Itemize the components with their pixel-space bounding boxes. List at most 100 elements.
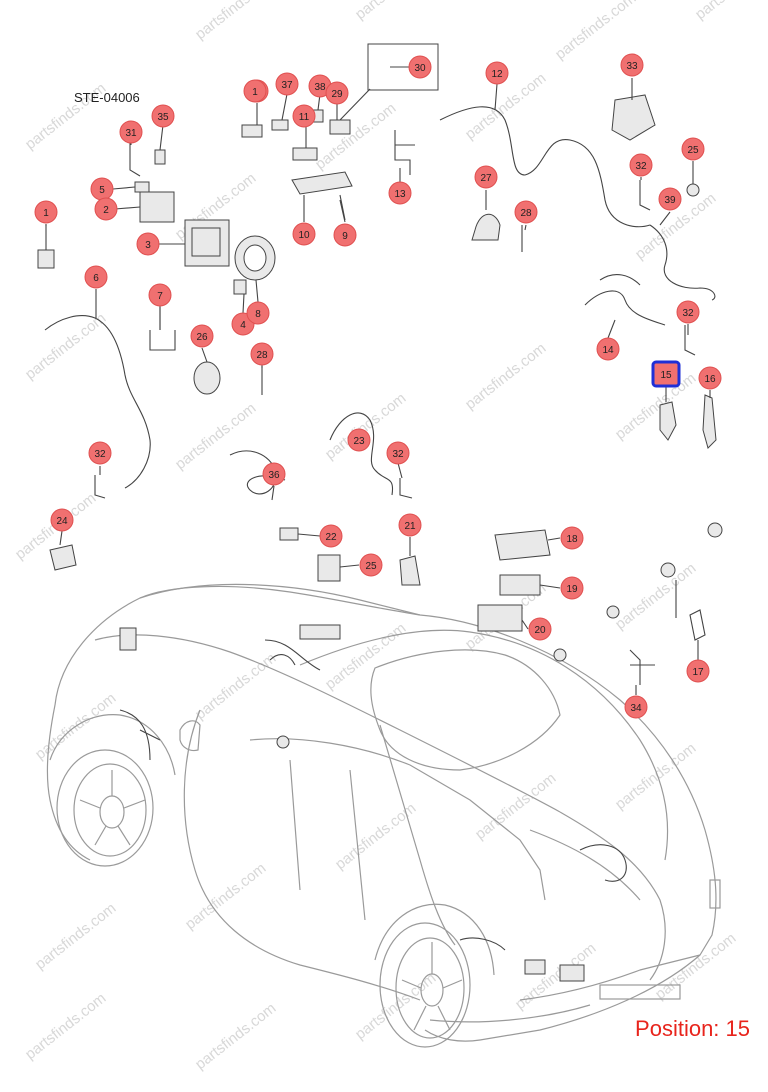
- callout-circle[interactable]: [151, 104, 175, 128]
- callout[interactable]: 32: [88, 441, 112, 465]
- callout-number: 23: [353, 436, 365, 447]
- callout[interactable]: 23: [347, 428, 371, 452]
- callout-selected-marker[interactable]: [651, 360, 681, 388]
- callout-circle[interactable]: [386, 441, 410, 465]
- callout-number: 4: [240, 320, 246, 331]
- callout[interactable]: 11: [292, 104, 316, 128]
- callout-circle[interactable]: [408, 55, 432, 79]
- callout[interactable]: 32: [629, 153, 653, 177]
- callout-circle[interactable]: [624, 695, 648, 719]
- callout[interactable]: 25: [681, 137, 705, 161]
- callout-number: 34: [630, 703, 642, 714]
- callout-circle[interactable]: [292, 104, 316, 128]
- callout[interactable]: 16: [698, 366, 722, 390]
- callout-circle[interactable]: [620, 53, 644, 77]
- callout-circle[interactable]: [190, 324, 214, 348]
- callout[interactable]: 28: [514, 200, 538, 224]
- callout[interactable]: 1: [34, 200, 58, 224]
- callout-circle[interactable]: [596, 337, 620, 361]
- callout-circle[interactable]: [359, 553, 383, 577]
- callout[interactable]: 39: [658, 187, 682, 211]
- callout[interactable]: 31: [119, 120, 143, 144]
- callout[interactable]: 25: [359, 553, 383, 577]
- rear-wheel: [374, 903, 495, 1048]
- callout[interactable]: 9: [333, 223, 357, 247]
- callout-circle[interactable]: [629, 153, 653, 177]
- callout[interactable]: 33: [620, 53, 644, 77]
- callout[interactable]: 12: [485, 61, 509, 85]
- callout-circle[interactable]: [94, 197, 118, 221]
- callout-circle[interactable]: [485, 61, 509, 85]
- callout-circle[interactable]: [325, 81, 349, 105]
- callout[interactable]: 5: [90, 177, 114, 201]
- callout[interactable]: 20: [528, 617, 552, 641]
- callout-circle[interactable]: [676, 300, 700, 324]
- callout-circle[interactable]: [148, 283, 172, 307]
- callout[interactable]: 2: [94, 197, 118, 221]
- callout-circle[interactable]: [514, 200, 538, 224]
- callout[interactable]: 37: [275, 72, 299, 96]
- callout-circle[interactable]: [136, 232, 160, 256]
- callout-circle[interactable]: [528, 617, 552, 641]
- callout-circle[interactable]: [698, 366, 722, 390]
- callout[interactable]: 8: [246, 301, 270, 325]
- callout-circle[interactable]: [474, 165, 498, 189]
- callout-circle[interactable]: [262, 462, 286, 486]
- watermark-text: partsfinds.com: [332, 800, 419, 873]
- callout-circle[interactable]: [50, 508, 74, 532]
- callout[interactable]: 26: [190, 324, 214, 348]
- callout-circle[interactable]: [250, 342, 274, 366]
- callout-number: 28: [256, 350, 268, 361]
- callout[interactable]: 13: [388, 181, 412, 205]
- callout-circle[interactable]: [560, 526, 584, 550]
- callout[interactable]: 19: [560, 576, 584, 600]
- callout-circle[interactable]: [560, 576, 584, 600]
- callout[interactable]: 18: [560, 526, 584, 550]
- callout-selected[interactable]: 15: [651, 360, 681, 388]
- callout[interactable]: 28: [250, 342, 274, 366]
- callout-number: 26: [196, 332, 208, 343]
- callout[interactable]: 14: [596, 337, 620, 361]
- callout-number: 10: [298, 230, 310, 241]
- callout-number: 32: [392, 449, 404, 460]
- callout-number: 33: [626, 61, 638, 72]
- callout-circle[interactable]: [388, 181, 412, 205]
- callout-circle[interactable]: [88, 441, 112, 465]
- callout[interactable]: 17: [686, 659, 710, 683]
- callout[interactable]: 32: [386, 441, 410, 465]
- callout[interactable]: 27: [474, 165, 498, 189]
- callout[interactable]: 7: [148, 283, 172, 307]
- callout-circle[interactable]: [319, 524, 343, 548]
- callout[interactable]: 35: [151, 104, 175, 128]
- callout[interactable]: 22: [319, 524, 343, 548]
- callout-number: 25: [365, 561, 377, 572]
- watermark-text: partsfinds.com: [192, 650, 279, 723]
- callout[interactable]: 32: [676, 300, 700, 324]
- callout-circle[interactable]: [243, 79, 267, 103]
- callout-circle[interactable]: [686, 659, 710, 683]
- callout-number: 18: [566, 534, 578, 545]
- callout-circle[interactable]: [681, 137, 705, 161]
- callout[interactable]: 6: [84, 265, 108, 289]
- callout[interactable]: 24: [50, 508, 74, 532]
- callout-circle[interactable]: [84, 265, 108, 289]
- callout-circle[interactable]: [275, 72, 299, 96]
- callout-circle[interactable]: [658, 187, 682, 211]
- callout[interactable]: 1: [243, 79, 267, 103]
- callout-circle[interactable]: [119, 120, 143, 144]
- callout[interactable]: 36: [262, 462, 286, 486]
- callout-circle[interactable]: [34, 200, 58, 224]
- callout-circle[interactable]: [333, 223, 357, 247]
- callout[interactable]: 21: [398, 513, 422, 537]
- callout[interactable]: 3: [136, 232, 160, 256]
- callout-circle[interactable]: [398, 513, 422, 537]
- callout-circle[interactable]: [292, 222, 316, 246]
- callout-circle[interactable]: [347, 428, 371, 452]
- callout-circle[interactable]: [246, 301, 270, 325]
- callout[interactable]: 29: [325, 81, 349, 105]
- callout[interactable]: 30: [408, 55, 432, 79]
- callout[interactable]: 10: [292, 222, 316, 246]
- callout[interactable]: 34: [624, 695, 648, 719]
- callout-number: 32: [94, 449, 106, 460]
